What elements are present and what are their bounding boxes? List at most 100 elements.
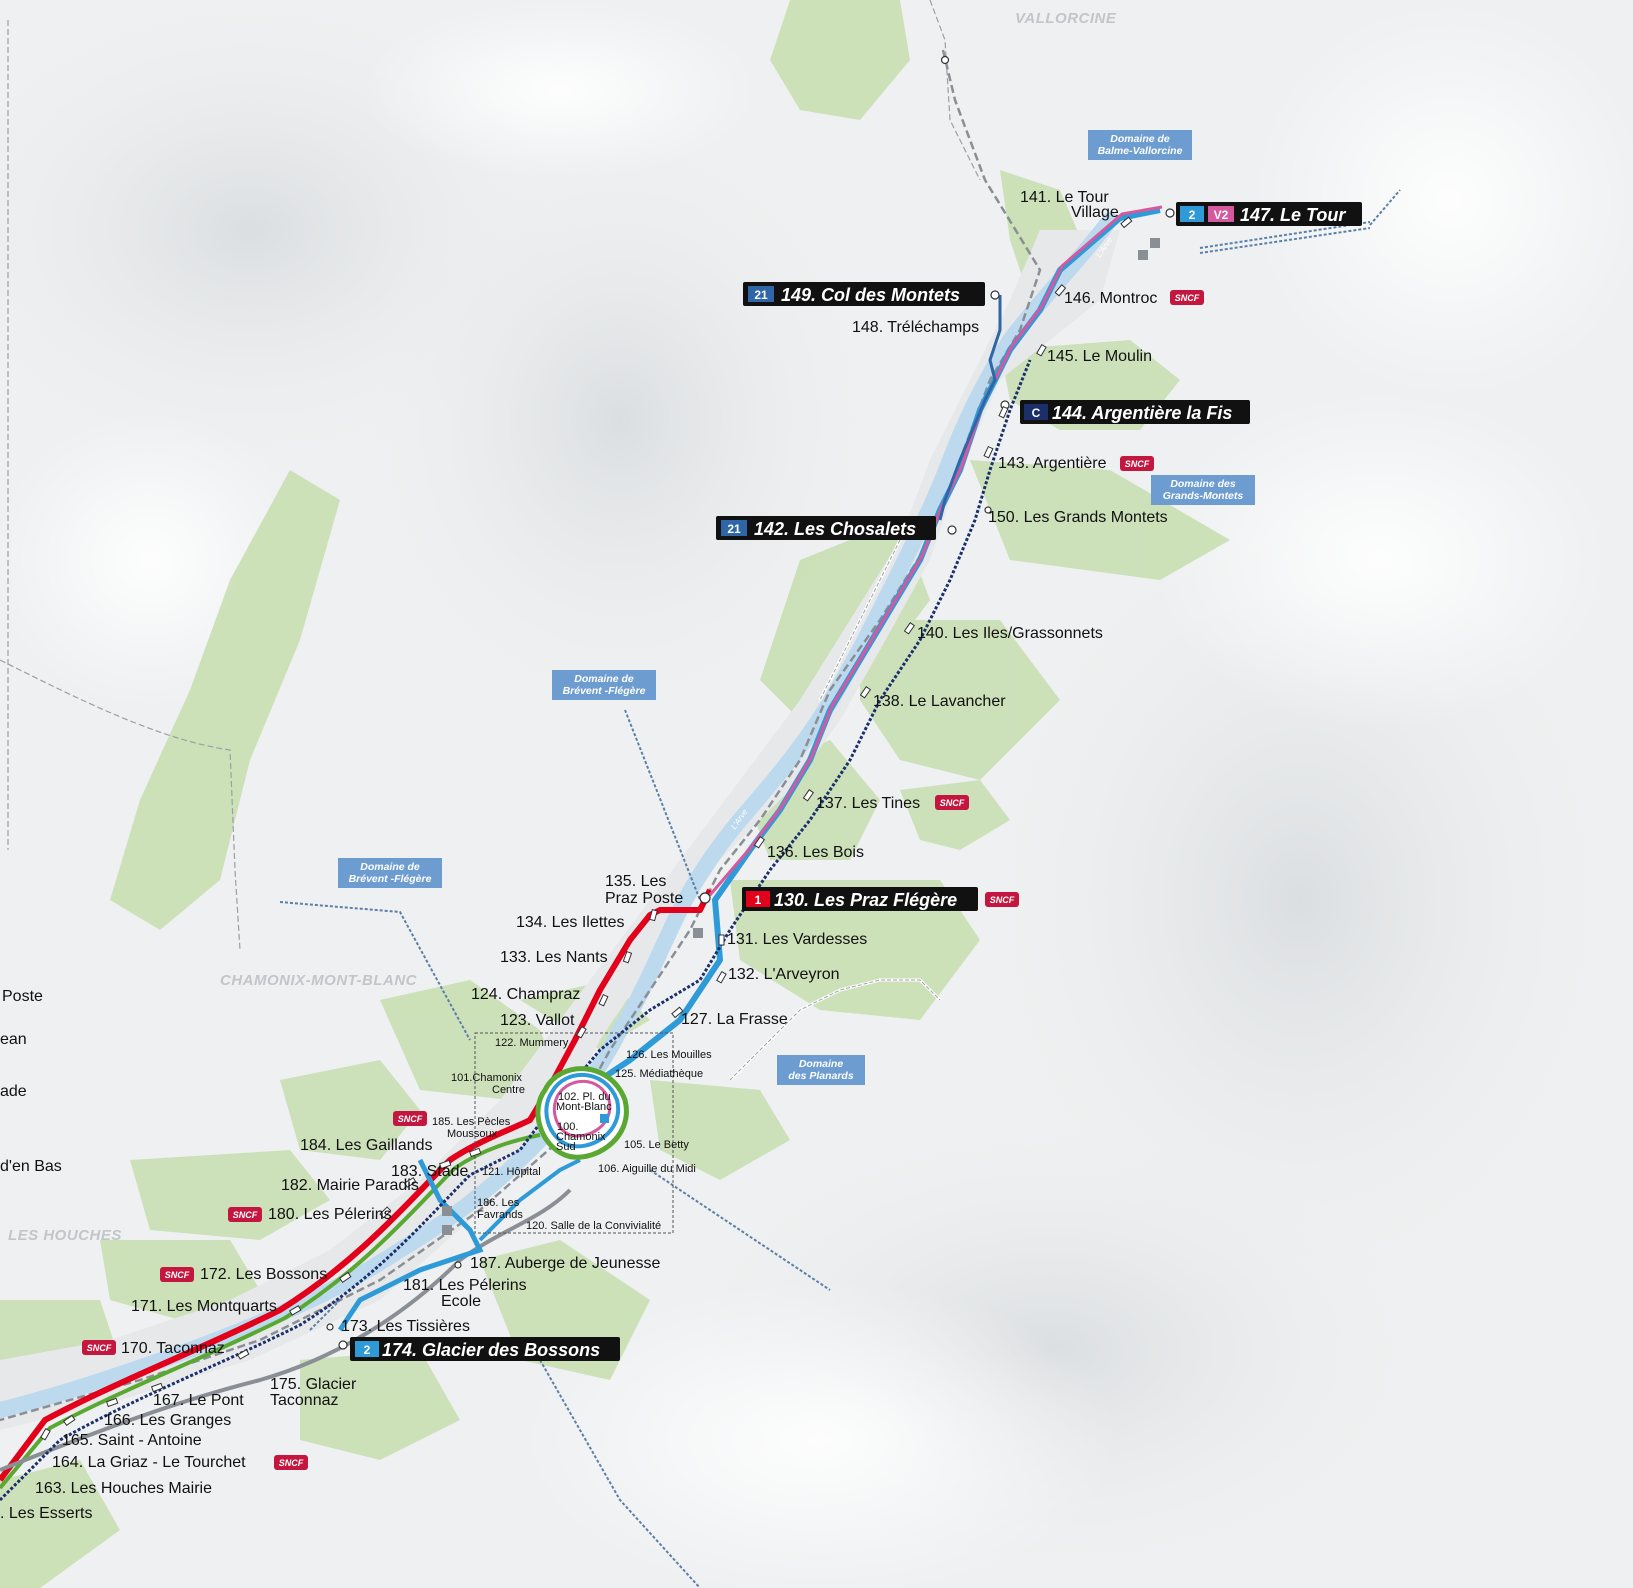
stop-labels[interactable]: 141. Le Tour Village 146. Montroc 148. T… [0, 189, 1168, 1522]
stop-label[interactable]: 137. Les Tines [816, 795, 920, 812]
stop-label[interactable]: 172. Les Bossons [200, 1266, 327, 1283]
domain-box: Domaine de Balme-Vallorcine [1088, 130, 1192, 160]
stop-label[interactable]: 184. Les Gaillands [300, 1137, 433, 1154]
svg-text:C: C [1032, 406, 1041, 420]
centre-stop-labels[interactable]: 122. Mummery 126. Les Mouilles 101.Chamo… [432, 1037, 712, 1232]
stop-label[interactable]: 163. Les Houches Mairie [35, 1480, 212, 1497]
stop-label[interactable]: 165. Saint - Antoine [62, 1432, 202, 1449]
stop-label[interactable]: Moussoux [447, 1128, 498, 1140]
svg-text:144. Argentière la Fis: 144. Argentière la Fis [1052, 403, 1232, 423]
svg-text:Domaine de: Domaine de [574, 673, 634, 685]
stop-label[interactable]: Ecole [441, 1293, 481, 1310]
stop-label[interactable]: d'en Bas [0, 1158, 62, 1175]
sncf-logo-icon: SNCF [985, 892, 1019, 907]
railway-line [0, 49, 1042, 1422]
terminus-icon[interactable] [1165, 208, 1175, 218]
stop-label[interactable]: 143. Argentière [998, 455, 1107, 472]
stop-label[interactable]: 106. Aiguille du Midi [598, 1163, 696, 1175]
stop-marker-icon[interactable] [699, 892, 711, 904]
stop-markers[interactable] [326, 55, 1175, 1350]
stop-label[interactable]: 150. Les Grands Montets [988, 509, 1168, 526]
svg-text:SNCF: SNCF [233, 1210, 258, 1220]
stop-label[interactable]: ade [0, 1083, 27, 1100]
stop-label[interactable]: 135. Les [605, 873, 666, 890]
stop-label[interactable]: 136. Les Bois [767, 844, 864, 861]
stop-label[interactable]: 133. Les Nants [500, 949, 608, 966]
stop-label[interactable]: 175. Glacier [270, 1376, 357, 1393]
town-label-vallorcine: VALLORCINE [1015, 10, 1117, 27]
svg-text:2: 2 [364, 1343, 371, 1357]
stop-marker-icon[interactable] [338, 1340, 348, 1350]
stop-label[interactable]: 170. Taconnaz [121, 1340, 225, 1357]
stop-label[interactable]: 164. La Griaz - Le Tourchet [52, 1454, 246, 1471]
major-stop-labels[interactable]: 2 V2 147. Le Tour 21 149. Col des Montet… [350, 202, 1362, 1361]
ski-domain-labels: Domaine de Balme-Vallorcine Domaine des … [338, 130, 1255, 1085]
stop-label[interactable]: Chamonix [556, 1131, 606, 1143]
major-stop-les-chosalets[interactable]: 21 142. Les Chosalets [716, 516, 936, 540]
stop-label[interactable]: 121. Hôpital [482, 1166, 541, 1178]
stop-marker-icon[interactable] [940, 55, 950, 65]
major-stop-les-praz-flegere[interactable]: 1 130. Les Praz Flégère [742, 887, 978, 911]
stop-label[interactable]: 146. Montroc [1064, 290, 1157, 307]
stop-label[interactable]: 120. Salle de la Convivialité [526, 1220, 661, 1232]
stop-label[interactable]: 138. Le Lavancher [873, 693, 1006, 710]
stop-marker-icon[interactable] [454, 1261, 462, 1269]
parking-icon [1138, 250, 1148, 260]
stop-label[interactable]: 102. Pl. du [558, 1091, 611, 1103]
stop-label[interactable]: 187. Auberge de Jeunesse [470, 1255, 660, 1272]
stop-label[interactable]: 123. Vallot [500, 1012, 575, 1029]
stop-label[interactable]: 101.Chamonix [451, 1072, 522, 1084]
stop-label[interactable]: 183. Stade [391, 1163, 469, 1180]
stop-marker-icon[interactable] [990, 290, 1000, 300]
stop-label[interactable]: Sud [556, 1141, 576, 1153]
stop-label[interactable]: Poste [2, 988, 43, 1005]
stop-label[interactable]: Centre [492, 1084, 525, 1096]
stop-label[interactable]: 105. Le Betty [624, 1139, 689, 1151]
major-stop-argentiere-la-fis[interactable]: C 144. Argentière la Fis [1020, 400, 1250, 424]
stop-label[interactable]: Favrands [477, 1209, 523, 1221]
stop-label[interactable]: 134. Les Ilettes [516, 914, 625, 931]
stop-label[interactable]: ean [0, 1031, 27, 1048]
stop-label[interactable]: Praz Poste [605, 890, 683, 907]
major-stop-le-tour[interactable]: 2 V2 147. Le Tour [1176, 202, 1362, 226]
stop-label[interactable]: 125. Médiathèque [615, 1068, 703, 1080]
stop-label[interactable]: 171. Les Montquarts [131, 1298, 277, 1315]
stop-label[interactable]: 122. Mummery [495, 1037, 569, 1049]
stop-label[interactable]: Mont-Blanc [556, 1101, 612, 1113]
stop-label[interactable]: 141. Le Tour [1020, 189, 1109, 206]
stop-label[interactable]: 127. La Frasse [681, 1011, 788, 1028]
stop-label[interactable]: 186. Les [477, 1197, 520, 1209]
parking-icon [442, 1225, 452, 1235]
stop-ticks [40, 216, 1133, 1441]
stop-label[interactable]: 181. Les Pélerins [403, 1277, 527, 1294]
stop-label[interactable]: Taconnaz [270, 1392, 339, 1409]
stop-label[interactable]: . Les Esserts [0, 1505, 92, 1522]
stop-label[interactable]: 140. Les Iles/Grassonnets [917, 625, 1103, 642]
stop-label[interactable]: 131. Les Vardesses [727, 931, 867, 948]
major-stop-col-des-montets[interactable]: 21 149. Col des Montets [743, 282, 985, 306]
stop-label[interactable]: 182. Mairie Paradis [281, 1177, 419, 1194]
stop-marker-icon[interactable] [984, 506, 992, 514]
stop-label[interactable]: 167. Le Pont [153, 1392, 244, 1409]
stop-label[interactable]: Village [1071, 204, 1119, 221]
stop-label[interactable]: 126. Les Mouilles [626, 1049, 712, 1061]
bus-line-night [0, 359, 1032, 1502]
major-stop-glacier-des-bossons[interactable]: 2 174. Glacier des Bossons [350, 1337, 620, 1361]
stop-label[interactable]: 148. Tréléchamps [852, 319, 979, 336]
stop-label[interactable]: 185. Les Pècles [432, 1116, 511, 1128]
bus-line-red [0, 888, 713, 1482]
parking-icons [442, 238, 1160, 1235]
stop-label[interactable]: 145. Le Moulin [1047, 348, 1152, 365]
stop-label[interactable]: 173. Les Tissières [341, 1318, 470, 1335]
stop-label[interactable]: 132. L'Arveyron [728, 966, 840, 983]
stop-label[interactable]: 180. Les Pélerins [268, 1206, 392, 1223]
stop-label[interactable]: 166. Les Granges [104, 1412, 231, 1429]
stop-marker-icon[interactable] [326, 1323, 334, 1331]
sncf-logo-icon: SNCF [228, 1207, 262, 1222]
stop-label[interactable]: 124. Champraz [471, 986, 580, 1003]
svg-text:Brévent -Flégère: Brévent -Flégère [563, 685, 646, 697]
stop-marker-icon[interactable] [947, 525, 957, 535]
stop-label[interactable]: 100. [557, 1121, 578, 1133]
sncf-logo-icon: SNCF [1120, 456, 1154, 471]
